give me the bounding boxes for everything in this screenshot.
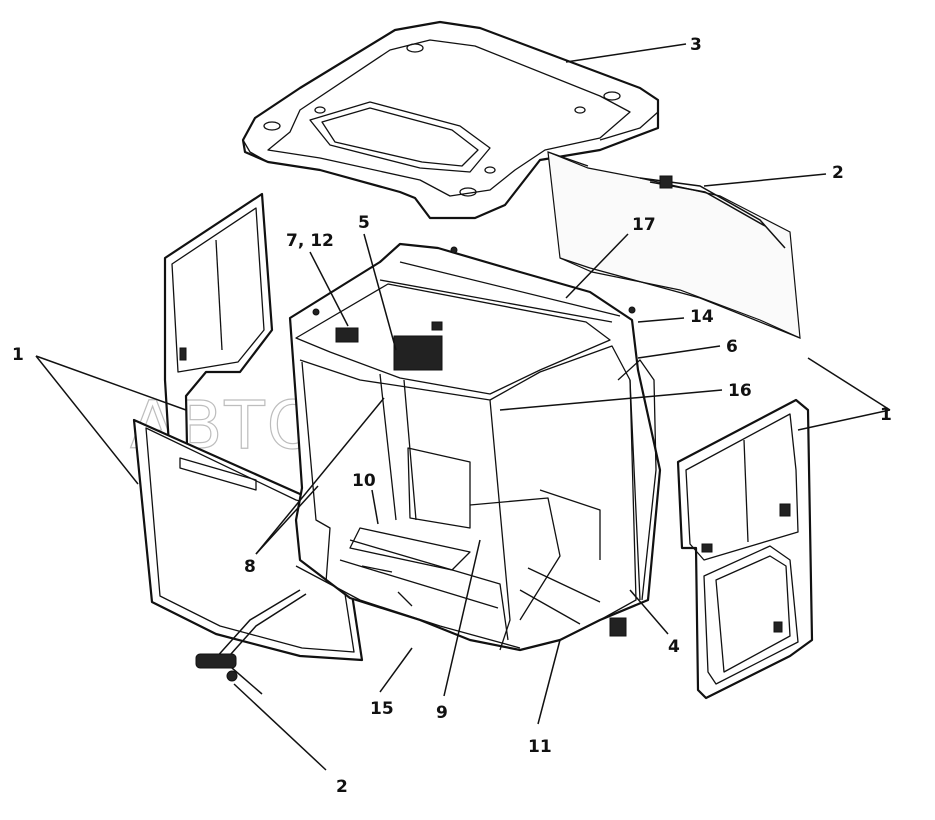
rear-wiper bbox=[639, 175, 786, 249]
cab-frame bbox=[288, 242, 662, 652]
callout-10: 10 bbox=[352, 471, 376, 491]
right-door bbox=[676, 398, 814, 700]
callout-4: 4 bbox=[668, 637, 680, 657]
leader-lines bbox=[35, 43, 891, 771]
callout-15: 15 bbox=[370, 699, 394, 719]
front-wiper bbox=[195, 589, 307, 695]
callout-17: 17 bbox=[632, 215, 656, 235]
callout-labels: 1 1 3 2 2 17 5 7, 12 14 6 16 10 8 9 15 1… bbox=[12, 35, 892, 797]
callout-1-right: 1 bbox=[880, 405, 892, 425]
callout-8: 8 bbox=[244, 557, 256, 577]
callout-11: 11 bbox=[528, 737, 552, 757]
callout-9: 9 bbox=[436, 703, 448, 723]
rear-glass-panel bbox=[547, 151, 801, 339]
callout-16: 16 bbox=[728, 381, 752, 401]
callout-6: 6 bbox=[726, 337, 738, 357]
callout-2-bottom: 2 bbox=[336, 777, 348, 797]
callout-2-top: 2 bbox=[832, 163, 844, 183]
callout-7-12: 7, 12 bbox=[286, 231, 334, 251]
roof-panel bbox=[241, 20, 660, 220]
callout-14: 14 bbox=[690, 307, 714, 327]
callout-5: 5 bbox=[358, 213, 370, 233]
callout-1-left: 1 bbox=[12, 345, 24, 365]
callout-3: 3 bbox=[690, 35, 702, 55]
